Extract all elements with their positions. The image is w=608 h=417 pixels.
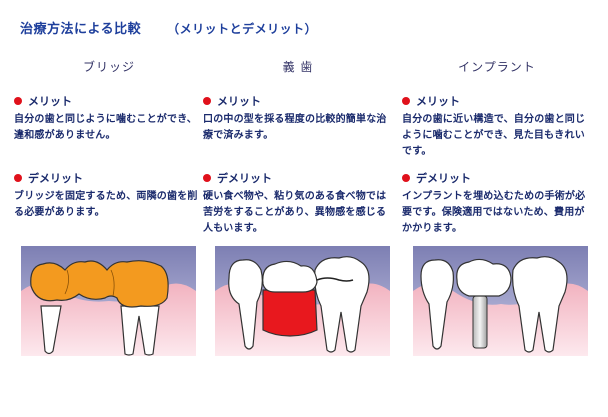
merit-text: 自分の歯に近い構造で、自分の歯と同じように噛むことができ、見た目もきれいです。 bbox=[402, 114, 586, 157]
merit-label: メリット bbox=[203, 94, 393, 108]
demerit-label: デメリット bbox=[203, 171, 393, 185]
merit-label-text: メリット bbox=[28, 95, 72, 108]
demerit-section-implant: デメリット インプラントを埋め込むための手術が必要です。保険適用ではないため、費… bbox=[402, 171, 592, 237]
bullet-icon bbox=[14, 97, 22, 105]
denture-illustration bbox=[215, 246, 390, 356]
column-bridge: ブリッジ メリット 自分の歯と同じように噛むことができ、違和感がありません。 デ… bbox=[14, 58, 204, 248]
merit-section-implant: メリット 自分の歯に近い構造で、自分の歯と同じように噛むことができ、見た目もきれ… bbox=[402, 94, 592, 160]
merit-text: 自分の歯と同じように噛むことができ、違和感がありません。 bbox=[14, 114, 197, 141]
title-text: 治療方法による比較 bbox=[20, 22, 142, 37]
bullet-icon bbox=[203, 97, 211, 105]
merit-label: メリット bbox=[14, 94, 204, 108]
demerit-section-bridge: デメリット ブリッジを固定するため、両隣の歯を削る必要があります。 bbox=[14, 171, 204, 221]
bullet-icon bbox=[402, 174, 410, 182]
bullet-icon bbox=[402, 97, 410, 105]
column-implant: インプラント メリット 自分の歯に近い構造で、自分の歯と同じように噛むことができ… bbox=[402, 58, 592, 248]
bullet-icon bbox=[203, 174, 211, 182]
demerit-label: デメリット bbox=[14, 171, 204, 185]
bullet-icon bbox=[14, 174, 22, 182]
demerit-label: デメリット bbox=[402, 171, 592, 185]
demerit-label-text: デメリット bbox=[28, 172, 83, 185]
demerit-text: インプラントを埋め込むための手術が必要です。保険適用ではないため、費用がかかりま… bbox=[402, 191, 586, 234]
page-title: 治療方法による比較 （メリットとデメリット） bbox=[20, 18, 317, 37]
column-denture: 義 歯 メリット 口の中の型を採る程度の比較的簡単な治療で済みます。 デメリット… bbox=[203, 58, 393, 248]
demerit-label-text: デメリット bbox=[217, 172, 272, 185]
implant-illustration bbox=[413, 246, 588, 356]
subtitle-text: （メリットとデメリット） bbox=[167, 22, 318, 36]
merit-label-text: メリット bbox=[217, 95, 261, 108]
merit-text: 口の中の型を採る程度の比較的簡単な治療で済みます。 bbox=[203, 114, 387, 141]
merit-section-bridge: メリット 自分の歯と同じように噛むことができ、違和感がありません。 bbox=[14, 94, 204, 144]
demerit-text: 硬い食べ物や、粘り気のある食べ物では苦労をすることがあり、異物感を感じる人もいま… bbox=[203, 191, 387, 234]
merit-label-text: メリット bbox=[416, 95, 460, 108]
demerit-text: ブリッジを固定するため、両隣の歯を削る必要があります。 bbox=[14, 191, 198, 218]
column-heading-denture: 義 歯 bbox=[282, 60, 314, 74]
column-heading-implant: インプラント bbox=[458, 60, 536, 74]
column-heading-bridge: ブリッジ bbox=[82, 60, 135, 74]
merit-section-denture: メリット 口の中の型を採る程度の比較的簡単な治療で済みます。 bbox=[203, 94, 393, 144]
bridge-illustration bbox=[21, 246, 196, 356]
demerit-section-denture: デメリット 硬い食べ物や、粘り気のある食べ物では苦労をすることがあり、異物感を感… bbox=[203, 171, 393, 237]
merit-label: メリット bbox=[402, 94, 592, 108]
demerit-label-text: デメリット bbox=[416, 172, 471, 185]
